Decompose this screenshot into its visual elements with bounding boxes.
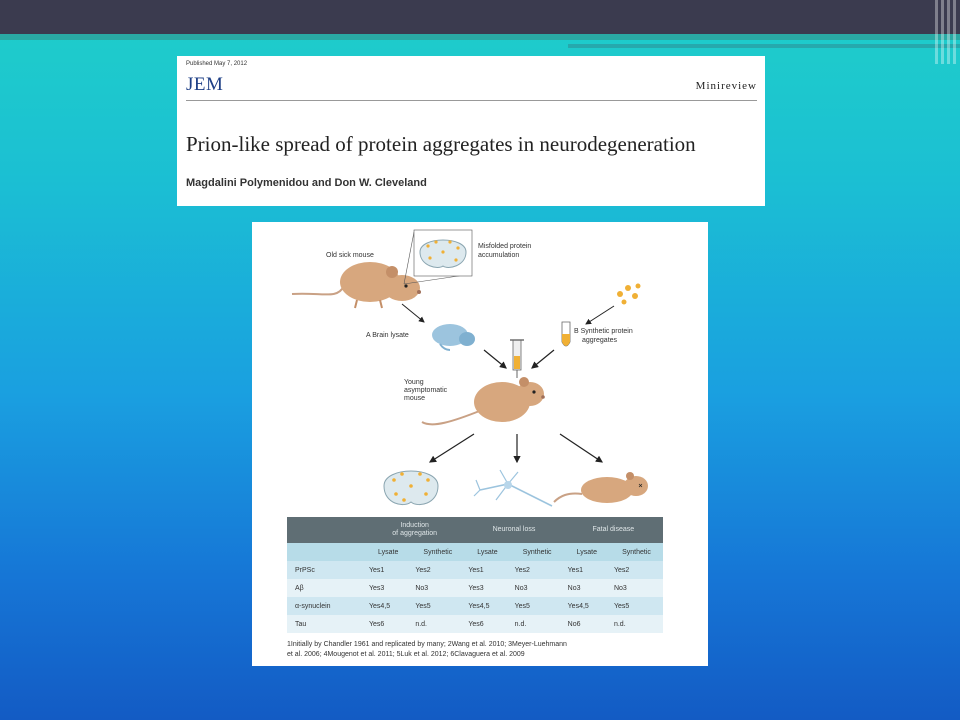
brain-lysate-icon [432,324,475,351]
article-title: Prion-like spread of protein aggregates … [186,132,696,156]
label-brain-lysate: A Brain lysate [366,332,409,339]
table-footnote: 1Initially by Chandler 1961 and replicat… [287,640,663,660]
table-cell: No3 [411,579,465,597]
brain-section-icon [419,239,467,268]
table-cell: n.d. [609,615,663,633]
row-label: Aβ [287,579,365,597]
table-cell: Yes2 [411,561,465,579]
table-cell: No6 [563,615,610,633]
label-young-line3: mouse [404,395,426,402]
table-cell: Yes5 [609,597,663,615]
label-misfolded-line2: accumulation [478,252,520,259]
table-cell: n.d. [411,615,465,633]
aggregation-brain-icon [383,470,439,506]
table-cell: Yes5 [510,597,564,615]
test-tube-icon [561,321,571,347]
footnote-line1: 1Initially by Chandler 1961 and replicat… [287,641,567,648]
table-cell: No3 [563,579,610,597]
table-cell: Yes1 [464,561,511,579]
group-header-fatal-disease: Fatal disease [563,517,663,543]
table-cell: Yes2 [510,561,564,579]
label-misfolded-line1: Misfolded protein [478,243,532,250]
group-header-aggregation-line1: Induction [400,522,429,529]
section-label: Minireview [695,80,757,92]
label-synthetic-line2: aggregates [582,337,618,344]
row-label: Tau [287,615,365,633]
table-cell: No3 [609,579,663,597]
group-header-aggregation-line2: of aggregation [392,530,438,537]
table-cell: Yes6 [464,615,511,633]
subheader-lysate: Lysate [365,543,412,561]
table-cell: Yes4,5 [464,597,511,615]
results-table: Induction of aggregation Neuronal loss F… [287,517,663,633]
table-cell: n.d. [510,615,564,633]
top-bar-accent-stripe [568,44,960,48]
table-cell: Yes3 [464,579,511,597]
journal-logo: JEM [186,74,224,95]
subheader-synthetic: Synthetic [411,543,465,561]
table-cell: Yes4,5 [563,597,610,615]
footnote-line2: et al. 2006; 4Mougenot et al. 2011; 5Luk… [287,651,525,658]
top-bar-stripe [0,34,960,40]
table-cell: Yes1 [365,561,412,579]
subheader-synthetic: Synthetic [609,543,663,561]
table-cell: Yes3 [365,579,412,597]
article-authors: Magdalini Polymenidou and Don W. Clevela… [186,177,427,189]
subheader-lysate: Lysate [563,543,610,561]
figure-illustration [291,229,648,507]
young-mouse-icon [421,377,545,426]
table-cell: Yes4,5 [365,597,412,615]
subheader-synthetic: Synthetic [510,543,564,561]
label-young-line1: Young [404,379,424,386]
top-bar [0,0,960,34]
dead-mouse-icon [553,472,648,503]
synthetic-aggregates-icon [617,283,641,305]
corner-decoration [920,0,960,64]
neuron-icon [473,469,553,507]
label-old-sick-mouse: Old sick mouse [326,252,374,259]
group-header-aggregation: Induction of aggregation [365,517,465,543]
group-header-neuronal-loss: Neuronal loss [464,517,564,543]
header-divider [186,100,757,101]
figure-panel: Old sick mouse Misfolded protein accumul… [252,222,708,666]
subheader-lysate: Lysate [464,543,511,561]
label-synthetic-line1: B Synthetic protein [574,328,633,335]
old-sick-mouse-icon [291,262,421,309]
article-header: Published May 7, 2012 JEM Minireview Pri… [177,56,765,206]
published-date: Published May 7, 2012 [186,61,248,67]
table-cell: Yes5 [411,597,465,615]
row-label: PrPSc [287,561,365,579]
row-label: α-synuclein [287,597,365,615]
syringe-icon [510,339,524,378]
table-cell: Yes2 [609,561,663,579]
label-young-line2: asymptomatic [404,387,448,394]
table-cell: Yes1 [563,561,610,579]
table-cell: Yes6 [365,615,412,633]
table-cell: No3 [510,579,564,597]
